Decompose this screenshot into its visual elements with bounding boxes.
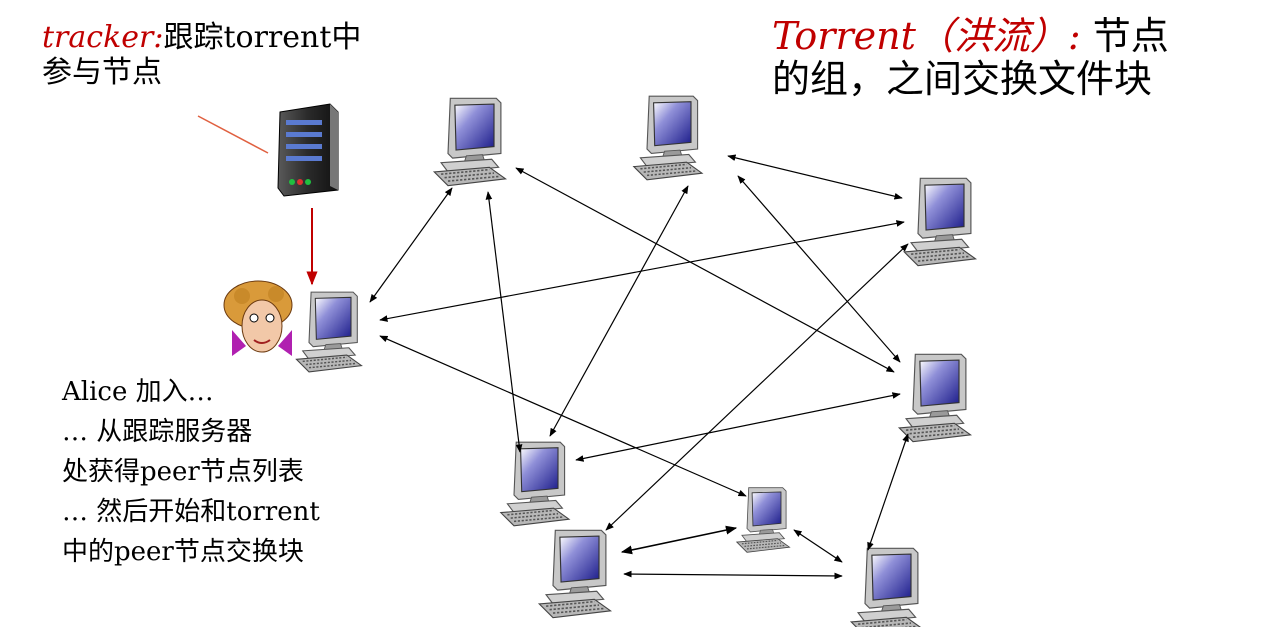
alice-avatar-icon — [223, 280, 293, 356]
alice-description: Alice 加入… … 从跟踪服务器 处获得peer节点列表 … 然后开始和to… — [62, 372, 320, 572]
computer-icon — [295, 291, 363, 373]
connection-arrow — [727, 154, 903, 200]
alice-line-4: … 然后开始和torrent — [62, 497, 320, 527]
torrent-desc-1: 节点 — [1080, 14, 1169, 58]
computer-icon — [903, 177, 977, 267]
connection-arrow — [737, 175, 901, 363]
connection-arrow — [515, 167, 895, 373]
peer-connections — [369, 154, 909, 580]
computer-icon — [633, 95, 703, 181]
computer-icon — [850, 547, 924, 627]
alice-line-1: Alice 加入… — [62, 377, 214, 407]
computer-icon — [500, 441, 570, 527]
tracker-name: tracker: — [42, 20, 164, 55]
torrent-desc-2: 的组，之间交换文件块 — [772, 57, 1153, 101]
connection-arrow — [369, 187, 453, 303]
torrent-label: Torrent（洪流）: 节点 的组，之间交换文件块 — [772, 15, 1169, 101]
computer-icon — [433, 97, 507, 187]
connection-arrow — [605, 243, 909, 531]
computer-icon — [898, 353, 972, 443]
server-icon — [197, 103, 339, 197]
connection-arrow — [485, 191, 523, 453]
computer-icon — [538, 529, 612, 619]
computer-icon — [736, 487, 791, 553]
connection-arrow — [620, 525, 738, 555]
tracker-desc-2: 参与节点 — [42, 55, 162, 90]
connection-arrow — [623, 570, 843, 580]
tracker-desc-1: 跟踪torrent中 — [163, 20, 362, 55]
connection-arrow — [867, 433, 909, 551]
connection-arrow — [575, 392, 901, 462]
connection-arrow — [793, 529, 843, 563]
torrent-name: Torrent（洪流）: — [772, 14, 1081, 58]
alice-line-5: 中的peer节点交换块 — [62, 537, 304, 567]
alice-line-2: … 从跟踪服务器 — [62, 417, 253, 447]
tracker-label: tracker:跟踪torrent中 参与节点 — [42, 20, 361, 90]
connection-arrow — [379, 220, 905, 322]
alice-line-3: 处获得peer节点列表 — [62, 457, 304, 487]
